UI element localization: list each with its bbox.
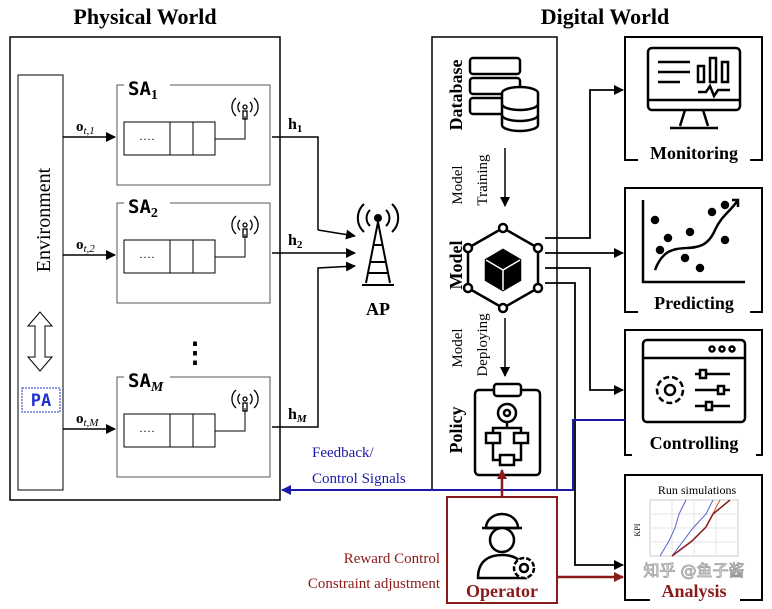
- analysis-chart-title: Run simulations: [658, 483, 737, 497]
- database-icon: [468, 56, 540, 133]
- channel-line-1: [272, 136, 319, 230]
- simulation-thumbnail: [649, 499, 739, 557]
- model-training-label-1: Model: [450, 165, 466, 204]
- arrow-to-monitoring: [545, 85, 624, 239]
- buffer-dots: ····: [139, 132, 155, 146]
- arrow-to-controlling: [545, 267, 624, 395]
- ap-tower-icon: [356, 203, 400, 286]
- channel-label: hM: [288, 406, 308, 425]
- model-training-label-2: Training: [475, 154, 491, 206]
- feedback-label-1: Feedback/: [312, 445, 374, 461]
- observation-label: ot,1: [76, 119, 95, 137]
- operator-icon: [476, 512, 536, 580]
- watermark: 知乎 @鱼子酱: [643, 561, 744, 580]
- sensing-agent-2: SA2 ····: [116, 196, 271, 304]
- model-deploying-label-2: Deploying: [475, 313, 491, 377]
- observation-label: ot,M: [76, 411, 99, 429]
- environment-label: Environment: [33, 167, 55, 272]
- double-arrow-icon: [26, 311, 54, 372]
- agent-label: SA2: [128, 196, 158, 221]
- policy-clipboard-icon: [473, 382, 542, 477]
- pa-label: PA: [31, 391, 51, 411]
- policy-label: Policy: [446, 407, 466, 454]
- control-panel-icon: [641, 338, 747, 424]
- analysis-box: Run simulations KPI Analysis: [624, 474, 763, 604]
- model-label: Model: [446, 241, 466, 290]
- sensing-agent-3: SAM ····: [116, 370, 271, 478]
- analysis-label: Analysis: [661, 581, 726, 601]
- reward-control-label: Reward Control: [344, 551, 440, 567]
- monitor-icon: [646, 46, 742, 130]
- operator-label: Operator: [466, 581, 538, 601]
- monitoring-label: Monitoring: [650, 143, 738, 163]
- channel-label: h1: [288, 116, 302, 135]
- antenna-icon: [231, 215, 259, 238]
- database-label: Database: [446, 59, 466, 130]
- sensing-agent-1: SA1 ····: [116, 78, 271, 186]
- agent-label: SAM: [128, 370, 164, 395]
- model-deploying-label-1: Model: [450, 328, 466, 367]
- agents-ellipsis: ⋮: [181, 338, 209, 369]
- scatter-trend-icon: [641, 198, 745, 284]
- antenna-icon: [231, 97, 259, 120]
- controlling-label: Controlling: [650, 433, 739, 453]
- buffer-dots: ····: [139, 250, 155, 264]
- model-cube-icon: [462, 222, 544, 314]
- constraint-adjustment-label: Constraint adjustment: [308, 576, 441, 592]
- environment-box: [17, 74, 64, 491]
- antenna-icon: [231, 389, 259, 412]
- predicting-box: Predicting: [624, 187, 763, 316]
- feedback-label-2: Control Signals: [312, 471, 406, 487]
- channel-label: h2: [288, 232, 303, 251]
- feedback-arrow: [281, 419, 625, 495]
- monitoring-box: Monitoring: [624, 36, 763, 166]
- ap-label: AP: [366, 299, 390, 319]
- observation-label: ot,2: [76, 237, 95, 255]
- analysis-chart-ylabel: KPI: [633, 523, 642, 536]
- digital-world-title: Digital World: [541, 4, 670, 29]
- physical-world-panel: [9, 36, 281, 501]
- agent-label: SA1: [128, 78, 158, 103]
- channel-line-m: [272, 261, 356, 428]
- physical-world-title: Physical World: [73, 4, 216, 29]
- predicting-label: Predicting: [654, 293, 734, 313]
- buffer-dots: ····: [139, 424, 155, 438]
- pa-box: [21, 387, 61, 413]
- controlling-box: Controlling: [624, 329, 763, 456]
- arrow-to-analysis: [545, 282, 624, 570]
